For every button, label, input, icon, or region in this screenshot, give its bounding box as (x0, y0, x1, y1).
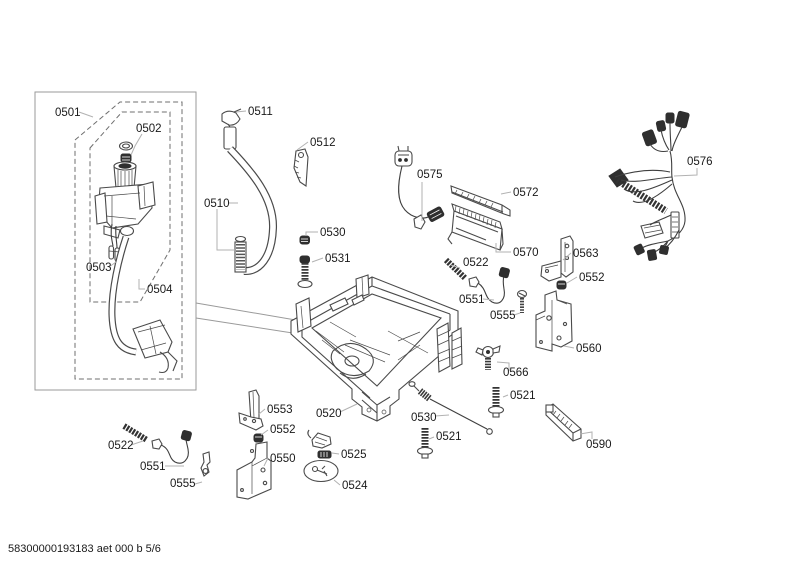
part-drawing-bracket-0563 (540, 235, 574, 282)
part-label-0521-right: 0521 (510, 390, 536, 402)
document-code: 58300000193183 aet 000 b 5/6 (8, 543, 161, 555)
leader-0551-upper (482, 298, 495, 301)
part-label-0566: 0566 (503, 367, 529, 379)
leader-0522-upper (450, 264, 461, 269)
part-drawing-pin-0522-lower (122, 423, 149, 443)
leader-0522-lower (130, 440, 144, 446)
leader-0521-lower (428, 436, 435, 440)
part-drawing-clip-0555-lower (200, 451, 211, 477)
leader-0572 (500, 191, 512, 195)
leader-0520 (339, 403, 358, 413)
part-label-0551-lower: 0551 (140, 461, 166, 473)
part-label-0520: 0520 (316, 408, 342, 420)
part-drawing-valve-assembly (94, 141, 156, 262)
part-drawing-inlet-hose (108, 235, 178, 374)
part-drawing-sensor-lead-0551-upper (468, 267, 510, 304)
part-drawing-bracket-0553 (238, 389, 264, 431)
part-label-0522-lower: 0522 (108, 440, 134, 452)
part-drawing-detail-0524 (303, 459, 339, 483)
part-drawing-pin-0522-upper (443, 257, 468, 281)
part-drawing-base-assembly (290, 274, 463, 422)
part-drawing-bracket-0550 (236, 441, 272, 500)
part-drawing-fitting-0566 (475, 345, 501, 370)
part-labels: 0501 0502 0503 0504 0510 0511 0512 0530 … (55, 106, 713, 492)
part-drawing-screw-0521-lower (416, 428, 434, 459)
part-label-0511: 0511 (248, 106, 273, 118)
part-drawing-switch-0525 (307, 429, 332, 459)
part-label-0501: 0501 (55, 107, 81, 119)
leader-0503 (108, 261, 117, 268)
part-label-0530-lower: 0530 (411, 412, 437, 424)
part-drawing-control-unit (447, 203, 504, 251)
part-label-0552-lower: 0552 (270, 424, 296, 436)
leader-0511 (235, 110, 247, 113)
leader-0501 (78, 111, 94, 118)
leader-0552-lower (260, 429, 269, 436)
part-label-0563: 0563 (573, 248, 599, 260)
leader-0531 (311, 257, 324, 263)
part-drawing-cable-0530-lower (417, 388, 493, 435)
leader-0555-lower (194, 481, 203, 485)
leader-0512 (296, 141, 309, 151)
part-label-0552-upper: 0552 (579, 272, 605, 284)
part-label-0560: 0560 (576, 343, 602, 355)
part-label-0553: 0553 (267, 404, 293, 416)
part-label-0502: 0502 (136, 123, 162, 135)
part-label-0521-lower: 0521 (436, 431, 462, 443)
part-drawing-screw-0531 (297, 255, 313, 289)
part-label-0504: 0504 (147, 284, 173, 296)
dashed-detail-boxes (74, 101, 183, 380)
part-label-0503: 0503 (86, 262, 112, 274)
leader-0570 (495, 243, 511, 253)
part-label-0551-upper: 0551 (459, 294, 485, 306)
leader-0553 (258, 408, 266, 415)
leader-0521-right (502, 394, 509, 398)
part-drawing-plate-0560 (535, 290, 573, 352)
part-drawing-power-cord (394, 145, 445, 230)
leader-0550 (263, 457, 269, 467)
part-label-0555-lower: 0555 (170, 478, 196, 490)
part-drawing-sensor-lead-0551-lower (151, 430, 192, 464)
leader-0525 (331, 452, 340, 455)
leader-0566 (496, 361, 510, 371)
part-drawing-nut-0552-lower (253, 433, 264, 443)
part-drawing-cover-strip (450, 185, 511, 217)
part-label-0531: 0531 (325, 253, 351, 265)
leader-0530-top (305, 231, 318, 236)
leader-lines (78, 110, 698, 486)
part-drawing-screw-0521-right (487, 387, 505, 418)
part-label-0512: 0512 (310, 137, 336, 149)
part-label-0555-upper: 0555 (490, 310, 516, 322)
part-label-0572: 0572 (513, 187, 539, 199)
leader-0555-upper (513, 312, 521, 316)
part-label-0522-upper: 0522 (463, 257, 489, 269)
leader-0510 (216, 202, 238, 251)
part-label-0550: 0550 (270, 453, 296, 465)
leader-0524 (333, 479, 341, 486)
leader-0530-lower (434, 414, 450, 417)
part-drawing-drain-hose (221, 108, 278, 275)
part-label-0576: 0576 (687, 156, 713, 168)
leader-0560 (563, 345, 575, 349)
part-drawing-screw-0555-upper (516, 289, 528, 313)
leader-0504 (138, 279, 145, 290)
part-label-0530-top: 0530 (320, 227, 346, 239)
part-drawing-clip-0512 (293, 148, 309, 187)
part-label-0570: 0570 (513, 247, 539, 259)
part-drawing-cable-harness (608, 110, 690, 261)
part-label-0524: 0524 (342, 480, 368, 492)
leader-0563 (562, 252, 572, 261)
part-label-0590: 0590 (586, 439, 612, 451)
leader-0552-upper (566, 276, 578, 284)
leader-0590 (579, 431, 593, 439)
part-drawing-grommet-0530-top (299, 235, 310, 245)
part-label-0510: 0510 (204, 198, 230, 210)
part-label-0575: 0575 (417, 169, 443, 181)
leader-0576 (673, 168, 698, 177)
part-drawing-nut-0552-upper (556, 280, 567, 290)
part-drawing-rail-0590 (545, 403, 582, 442)
leader-0502 (130, 133, 143, 156)
part-label-0525: 0525 (341, 449, 367, 461)
